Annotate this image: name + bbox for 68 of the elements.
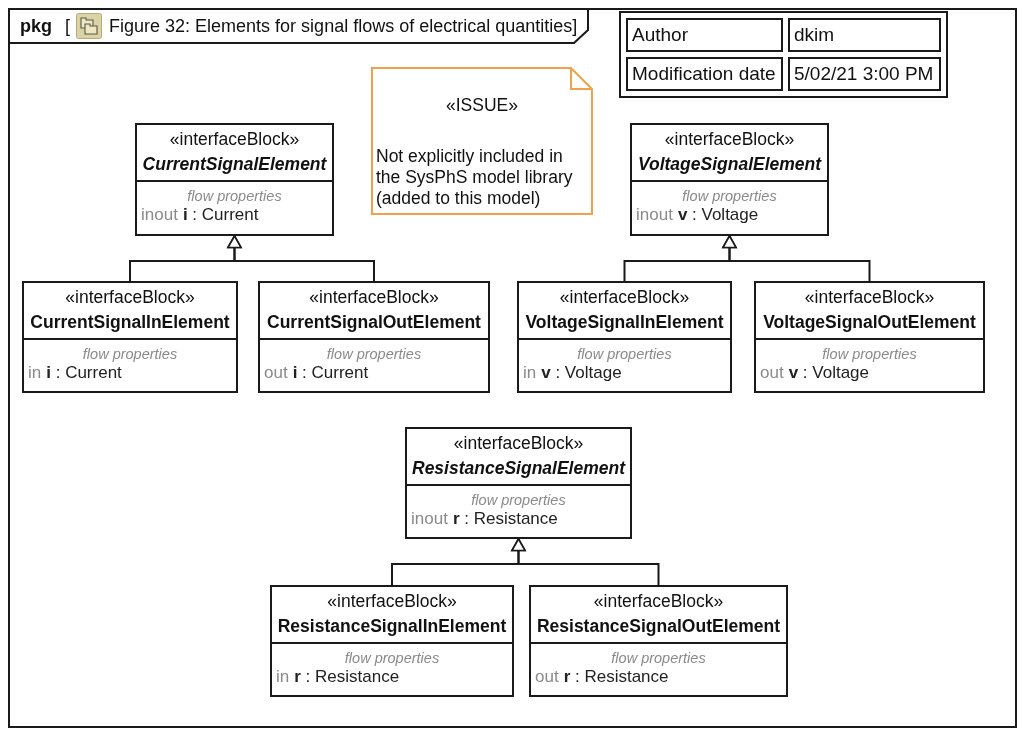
interface-block	[529, 585, 788, 697]
compartment-heading: flow properties	[682, 187, 777, 205]
block-name: CurrentSignalElement	[142, 153, 327, 176]
direction-keyword: in	[523, 363, 537, 383]
table-cell: dkim	[788, 18, 941, 52]
block-name: CurrentSignalInElement	[30, 311, 230, 334]
compartment-heading: flow properties	[187, 187, 282, 205]
block-name: VoltageSignalOutElement	[763, 311, 976, 334]
compartment-heading: flow properties	[577, 345, 672, 363]
interface-block	[405, 427, 632, 539]
interface-block	[270, 585, 514, 697]
stereotype-label: «interfaceBlock»	[327, 590, 457, 613]
table-cell: Modification date	[626, 57, 783, 91]
interface-block	[517, 281, 732, 393]
flow-property: i : Current	[182, 205, 259, 225]
stereotype-label: «ISSUE»	[446, 94, 518, 116]
stereotype-label: «interfaceBlock»	[593, 590, 724, 613]
generalization-arrow	[511, 538, 660, 586]
flow-property: r : Resistance	[452, 509, 558, 529]
compartment-heading: flow properties	[611, 649, 706, 667]
table-cell: Author	[626, 18, 783, 52]
stereotype-label: «interfaceBlock»	[169, 128, 300, 151]
interface-block	[135, 123, 334, 236]
flow-property: v : Voltage	[677, 205, 759, 225]
generalization-arrow	[722, 235, 871, 282]
interface-block	[258, 281, 490, 393]
compartment-heading: flow properties	[344, 649, 440, 667]
block-name: VoltageSignalInElement	[525, 311, 724, 334]
diagram-kind-label: pkg	[20, 15, 52, 37]
interface-block	[754, 281, 985, 393]
direction-keyword: out	[535, 667, 559, 687]
interface-block	[630, 123, 829, 236]
direction-keyword: out	[264, 363, 288, 383]
block-name: ResistanceSignalElement	[412, 457, 625, 480]
stereotype-label: «interfaceBlock»	[453, 432, 584, 455]
flow-property: v : Voltage	[541, 363, 622, 383]
flow-property: r : Resistance	[563, 667, 669, 687]
package-frame	[8, 8, 1017, 728]
stereotype-label: «interfaceBlock»	[664, 128, 795, 151]
table-cell: 5/02/21 3:00 PM	[788, 57, 941, 91]
direction-keyword: in	[28, 363, 42, 383]
direction-keyword: in	[276, 667, 290, 687]
stereotype-label: «interfaceBlock»	[804, 286, 935, 309]
flow-property: i : Current	[46, 363, 122, 383]
block-name: VoltageSignalElement	[637, 153, 822, 176]
block-name: ResistanceSignalOutElement	[536, 615, 781, 638]
issue-note	[371, 67, 593, 215]
direction-keyword: inout	[141, 205, 178, 225]
direction-keyword: out	[760, 363, 784, 383]
compartment-heading: flow properties	[326, 345, 422, 363]
open-bracket: [	[65, 15, 71, 37]
compartment-heading: flow properties	[822, 345, 917, 363]
flow-property: i : Current	[292, 363, 369, 383]
frame-title: Figure 32: Elements for signal flows of electrical quantities]	[109, 15, 578, 37]
flow-property: v : Voltage	[788, 363, 869, 383]
compartment-heading: flow properties	[82, 345, 178, 363]
generalization-arrow	[227, 235, 375, 282]
stereotype-label: «interfaceBlock»	[309, 286, 439, 309]
direction-keyword: inout	[411, 509, 448, 529]
direction-keyword: inout	[636, 205, 673, 225]
block-name: ResistanceSignalInElement	[277, 615, 507, 638]
note-text: Not explicitly included in the SysPhS model library (added to this model)	[376, 146, 574, 209]
interface-block	[22, 281, 238, 393]
block-name: CurrentSignalOutElement	[267, 311, 481, 334]
stereotype-label: «interfaceBlock»	[65, 286, 195, 309]
compartment-heading: flow properties	[471, 491, 566, 509]
flow-property: r : Resistance	[294, 667, 400, 687]
stereotype-label: «interfaceBlock»	[559, 286, 690, 309]
